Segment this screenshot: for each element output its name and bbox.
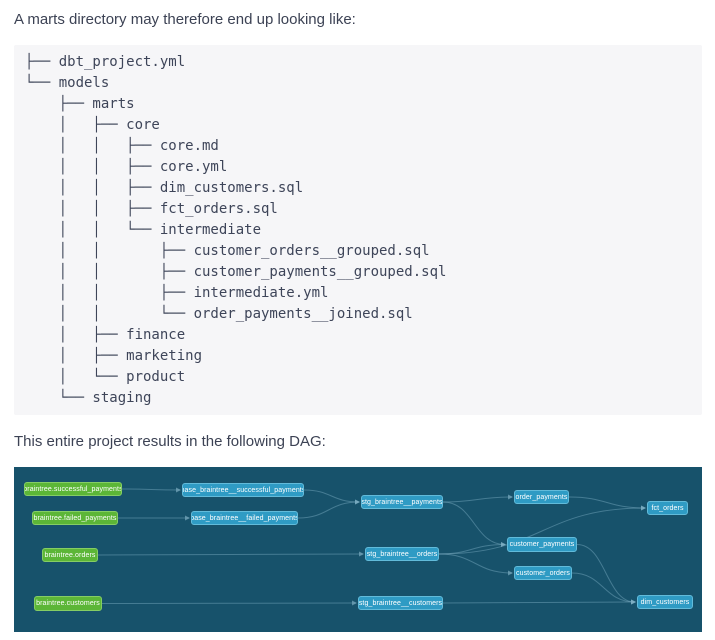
dag-edge-bbsp-stgp — [303, 489, 360, 505]
dag-edge-co-dc — [571, 572, 636, 605]
dag-node-stg-braintree-orders: stg_braintree__orders — [365, 547, 439, 561]
dag-edge-bbfp-stgp — [297, 499, 360, 519]
dag-edge-bc-stgc — [101, 600, 357, 606]
dag-node-dim-customers: dim_customers — [637, 595, 693, 609]
dag-panel: braintree.successful_payments braintree.f… — [14, 467, 702, 632]
dag-node-stg-braintree-payments: stg_braintree__payments — [361, 495, 443, 509]
code-block: ├── dbt_project.yml └── models ├── marts… — [14, 45, 702, 415]
dag-node-base-braintree-failed-payments: base_braintree__failed_payments — [191, 511, 298, 525]
dag-edge-op-fo — [568, 496, 646, 511]
dag-node-customer-orders: customer_orders — [514, 566, 572, 580]
dag-edge-stgo-co — [438, 553, 513, 576]
dag-node-base-braintree-successful-payments: base_braintree__successful_payments — [182, 483, 304, 497]
intro-text: A marts directory may therefore end up l… — [14, 11, 356, 28]
dag-node-braintree-customers: braintree.customers — [34, 596, 102, 611]
dag-edge-stgo-cp — [438, 542, 506, 555]
dag-node-customer-payments: customer_payments — [507, 537, 577, 552]
dag-edge-stgp-cp — [442, 501, 506, 547]
dag-node-braintree-failed-payments: braintree.failed_payments — [32, 511, 118, 525]
dag-edge-cp-dc — [576, 544, 636, 605]
dag-node-order-payments: order_payments — [514, 490, 569, 504]
directory-tree: ├── dbt_project.yml └── models ├── marts… — [25, 54, 447, 406]
dag-caption: This entire project results in the follo… — [14, 433, 326, 450]
dag-edge-group — [97, 487, 646, 606]
dag-edges-svg — [97, 487, 646, 606]
dag-node-braintree-orders: braintree.orders — [42, 548, 98, 562]
dag-edge-bsp-bbsp — [121, 487, 181, 493]
dag-node-braintree-successful-payments: braintree.successful_payments — [24, 482, 122, 496]
dag-edge-stgp-op — [442, 494, 513, 503]
dag-edge-stgc-dc — [442, 599, 636, 605]
dag-node-fct-orders: fct_orders — [647, 501, 688, 515]
dag-node-stg-braintree-customers: stg_braintree__customers — [358, 596, 443, 610]
dag-edge-bo-stgo — [97, 551, 364, 557]
dag-edge-stgo-fo — [438, 505, 646, 555]
